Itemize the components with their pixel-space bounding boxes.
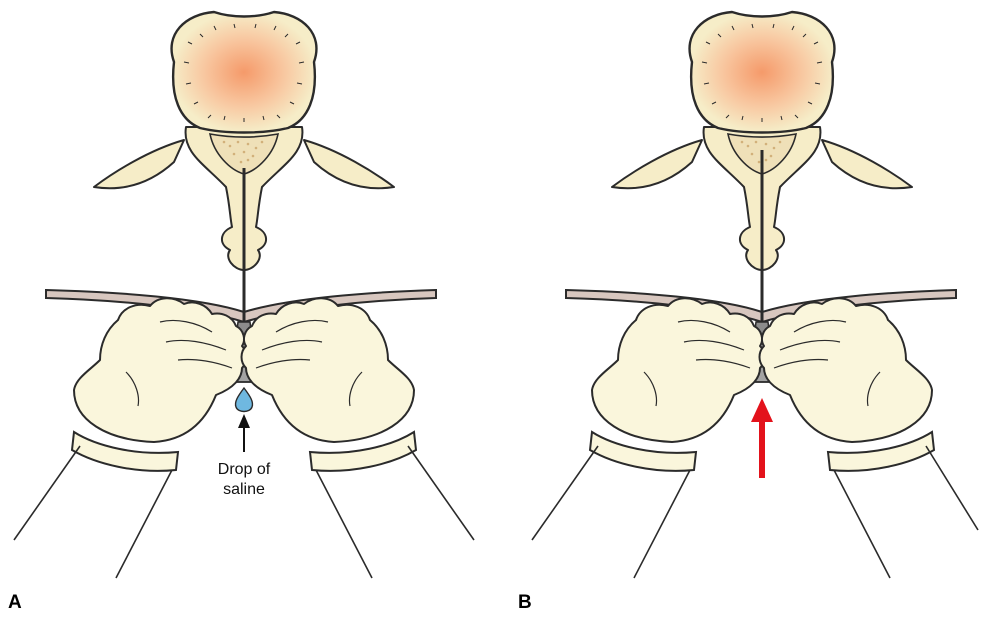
panel-letter-b: B [518, 592, 532, 614]
drop-of-saline-label: Drop of saline [199, 460, 289, 500]
drop-label-line1: Drop of [199, 460, 289, 480]
saline-drop-icon [235, 388, 252, 412]
gloved-hand-icon [590, 298, 765, 471]
panel-b [532, 12, 978, 578]
panel-letter-a: A [8, 592, 22, 614]
gloved-hand-icon [242, 298, 417, 471]
pointer-arrow-icon [238, 414, 250, 452]
red-arrow-icon [751, 398, 773, 478]
gloved-hand-icon [72, 298, 247, 471]
gloved-hand-icon [760, 298, 935, 471]
drop-label-line2: saline [199, 480, 289, 500]
skin-surface [46, 290, 436, 322]
